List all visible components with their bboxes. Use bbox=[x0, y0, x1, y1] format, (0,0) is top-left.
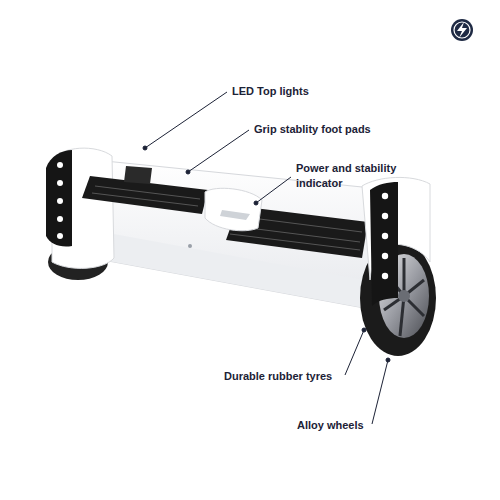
wheel-hub bbox=[398, 290, 410, 302]
brand-logo bbox=[451, 19, 473, 41]
callout-label: Power and stability indicator bbox=[296, 161, 416, 191]
callout-label: Alloy wheels bbox=[297, 418, 437, 433]
leader-lines bbox=[143, 92, 390, 424]
charge-port bbox=[188, 244, 192, 248]
centre-hump bbox=[205, 188, 262, 230]
pad-ridges bbox=[92, 186, 200, 206]
callout-label: Durable rubber tyres bbox=[224, 369, 384, 384]
led-strip bbox=[46, 150, 72, 247]
led-dots bbox=[57, 162, 63, 239]
power-indicator bbox=[220, 210, 250, 220]
led-strip bbox=[370, 182, 398, 306]
led-dots bbox=[382, 193, 388, 279]
pad-block bbox=[124, 166, 152, 184]
callout-label: LED Top lights bbox=[232, 84, 412, 99]
callout-label: Grip stablity foot pads bbox=[254, 122, 454, 137]
